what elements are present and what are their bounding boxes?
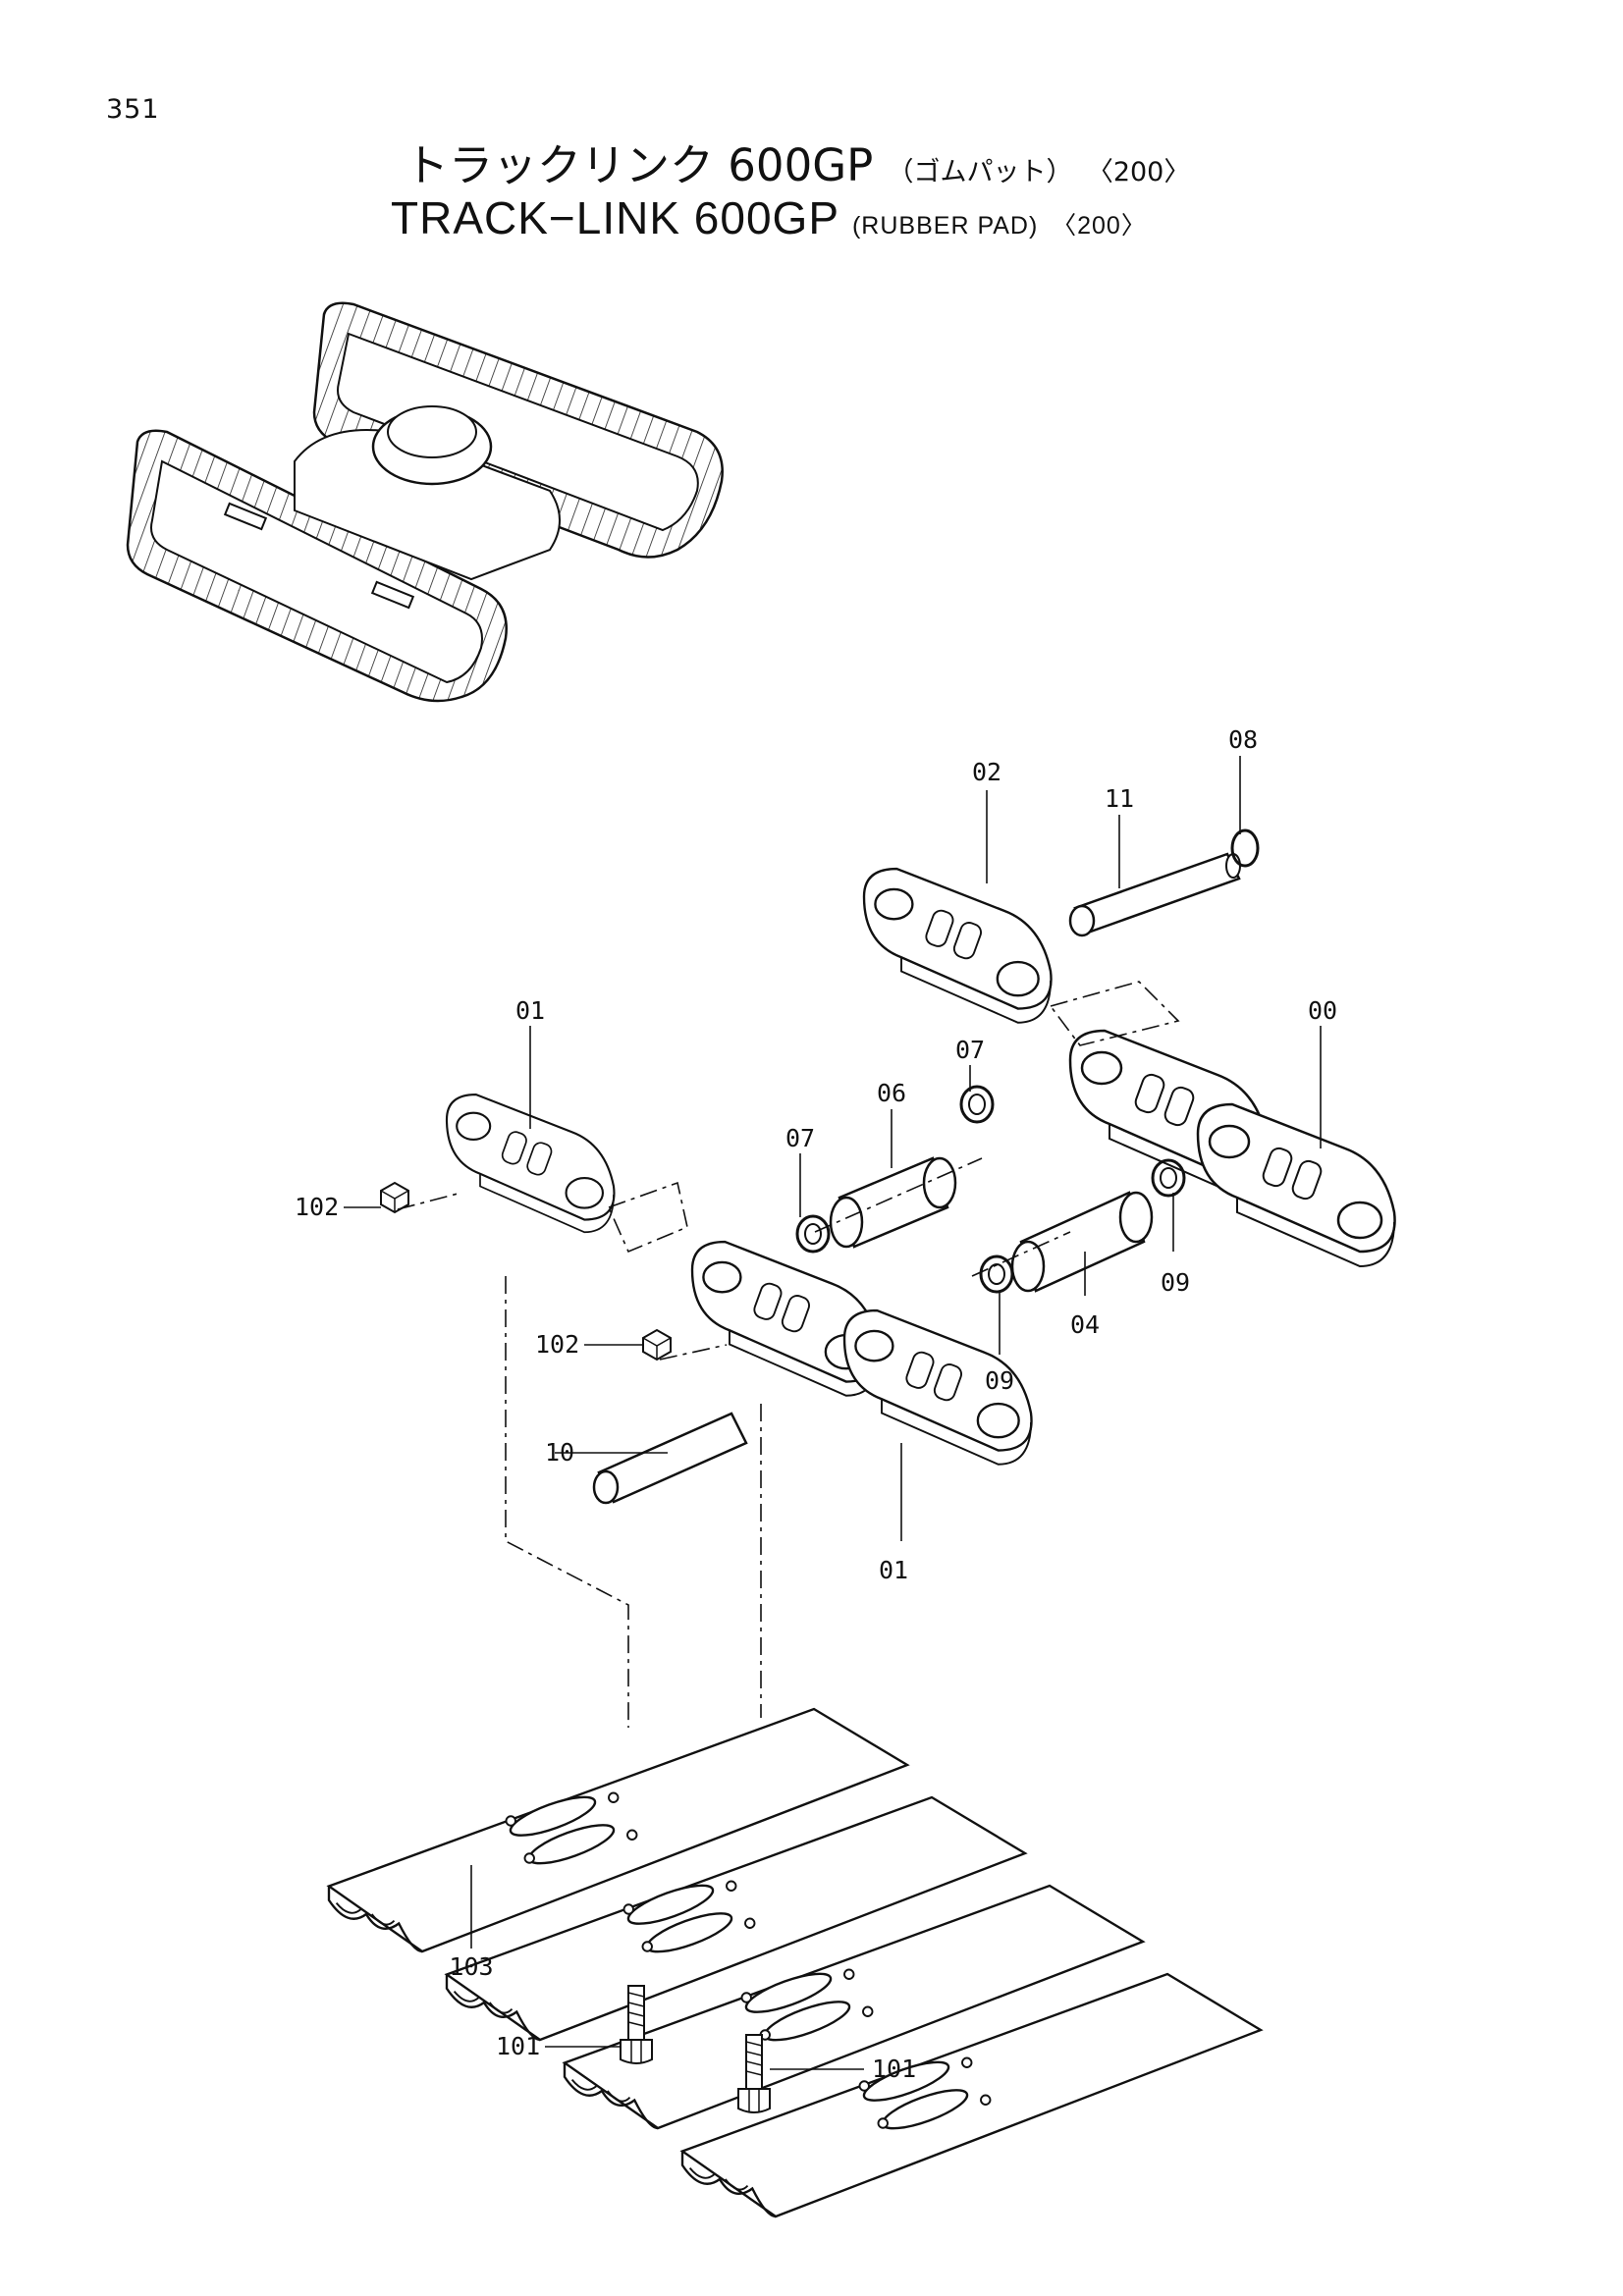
callout-09-right: 09 xyxy=(1161,1268,1190,1297)
callout-103: 103 xyxy=(449,1952,493,1981)
undercarriage-overview xyxy=(126,301,724,703)
title-japanese: トラックリンク 600GP （ゴムパット） 〈200〉 xyxy=(405,130,1190,193)
title-english: TRACK−LINK 600GP (RUBBER PAD) 〈200〉 xyxy=(391,191,1147,244)
callout-101-left: 101 xyxy=(496,2032,540,2060)
nuts-102 xyxy=(380,1182,672,1361)
callout-10: 10 xyxy=(545,1438,574,1467)
title-en-sub: (RUBBER PAD) xyxy=(851,212,1039,240)
callout-02: 02 xyxy=(972,758,1001,786)
bushing-06 xyxy=(829,1156,957,1249)
callout-102-right: 102 xyxy=(535,1330,579,1359)
callout-07-right: 07 xyxy=(955,1036,985,1064)
callout-01-bottom: 01 xyxy=(879,1556,908,1584)
callout-101-right: 101 xyxy=(872,2055,916,2083)
seals xyxy=(795,1085,1186,1294)
link-02 xyxy=(862,867,1053,1024)
title-en-main: TRACK−LINK 600GP xyxy=(391,192,839,243)
title-jp-main: トラックリンク 600GP xyxy=(405,139,874,191)
leader-lines xyxy=(344,756,1322,2070)
callout-04: 04 xyxy=(1070,1310,1100,1339)
callout-06: 06 xyxy=(877,1079,906,1107)
title-jp-sub: （ゴムパット） xyxy=(887,157,1073,187)
callout-11: 11 xyxy=(1105,784,1134,813)
title-jp-variant: 〈200〉 xyxy=(1086,157,1191,187)
retainer-ring-08 xyxy=(1230,828,1260,868)
pin-10 xyxy=(592,1412,748,1505)
title-en-variant: 〈200〉 xyxy=(1052,212,1147,240)
callout-102-left: 102 xyxy=(295,1193,339,1221)
pin-11 xyxy=(1068,852,1241,937)
callout-00: 00 xyxy=(1308,996,1337,1025)
callout-09-left: 09 xyxy=(985,1366,1014,1395)
callout-labels: 08 02 11 01 00 07 06 07 09 04 09 102 102… xyxy=(295,725,1337,2083)
callout-07-left: 07 xyxy=(785,1124,815,1152)
callout-01-top: 01 xyxy=(515,996,545,1025)
page-number: 351 xyxy=(106,94,160,125)
callout-08: 08 xyxy=(1228,725,1258,754)
bushing-04 xyxy=(1010,1191,1154,1293)
assembly-lines xyxy=(397,981,1180,1728)
